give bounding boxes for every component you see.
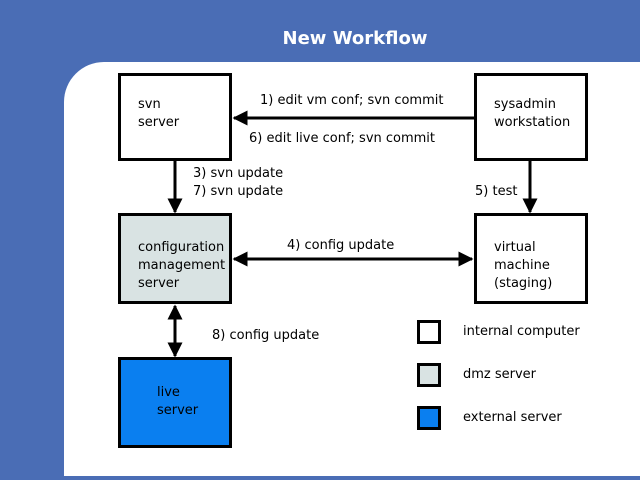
- node-label-line: server: [157, 403, 199, 418]
- svn-server-node: svn server: [118, 73, 232, 161]
- page-title: New Workflow: [282, 28, 428, 49]
- node-label-line: machine: [494, 258, 550, 273]
- legend-swatch-dmz: [417, 363, 441, 387]
- edge-label-4: 4) config update: [287, 238, 395, 253]
- node-label-line: sysadmin: [494, 97, 556, 112]
- node-label-line: server: [138, 276, 180, 291]
- legend-label: dmz server: [463, 367, 537, 382]
- node-label-line: live: [157, 385, 180, 400]
- edge-label-3: 3) svn update: [193, 166, 284, 181]
- node-label-line: svn: [138, 97, 161, 112]
- virtual-machine-node: virtual machine (staging): [474, 213, 588, 304]
- node-label-line: configuration: [138, 240, 225, 255]
- live-server-node: live server: [118, 357, 232, 448]
- node-label-line: server: [138, 115, 180, 130]
- legend-swatch-external: [417, 406, 441, 430]
- legend-swatch-internal: [417, 320, 441, 344]
- node-label-line: (staging): [494, 276, 553, 291]
- config-management-node: configuration management server: [118, 213, 232, 304]
- edge-label-6: 6) edit live conf; svn commit: [249, 131, 436, 146]
- node-label-line: workstation: [494, 115, 571, 130]
- edge-label-1: 1) edit vm conf; svn commit: [260, 93, 444, 108]
- node-label-line: management: [138, 258, 226, 273]
- node-label-line: virtual: [494, 240, 536, 255]
- edge-label-7: 7) svn update: [193, 184, 284, 199]
- legend-label: external server: [463, 410, 562, 425]
- edge-label-5: 5) test: [475, 184, 518, 199]
- edge-label-8: 8) config update: [212, 328, 320, 343]
- legend-label: internal computer: [463, 324, 580, 339]
- sysadmin-workstation-node: sysadmin workstation: [474, 73, 588, 161]
